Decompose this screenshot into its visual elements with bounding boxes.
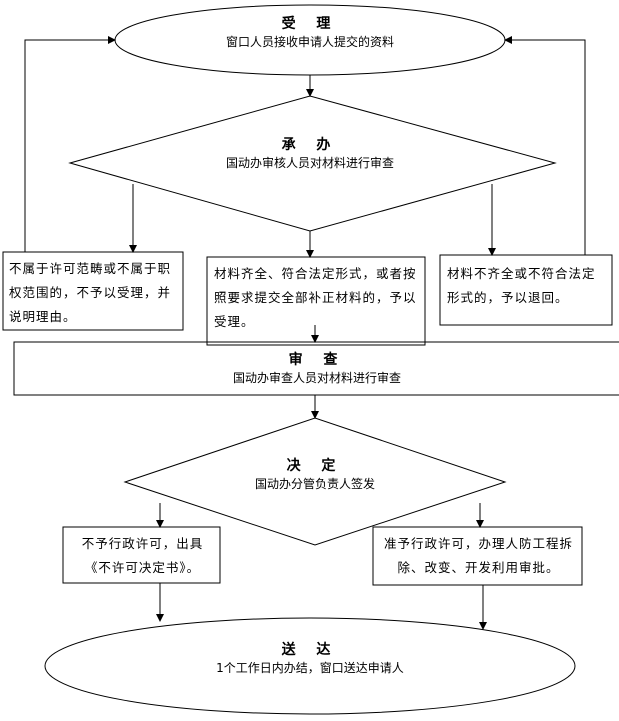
- deliver-desc: 1个工作日内办结，窗口送达申请人: [216, 661, 404, 675]
- handle-desc: 国动办审核人员对材料进行审查: [225, 156, 394, 170]
- complete-box: [206, 256, 426, 346]
- review-node: 审 查 国动办审查人员对材料进行审查: [14, 350, 619, 386]
- accept-title: 受 理: [281, 16, 339, 32]
- incomplete-box: [439, 254, 613, 326]
- handle-node: 承 办 国动办审核人员对材料进行审查: [110, 135, 510, 171]
- decide-desc: 国动办分管负责人签发: [254, 477, 375, 491]
- deliver-title: 送 达: [281, 642, 339, 658]
- approve-text: 准予行政许可，办理人防工程拆除、改变、开发利用审批。: [383, 536, 573, 575]
- decide-node: 决 定 国动办分管负责人签发: [165, 456, 465, 492]
- complete-text: 材料齐全、符合法定形式，或者按照要求提交全部补正材料的，予以受理。: [214, 266, 417, 329]
- incomplete-text: 材料不齐全或不符合法定形式的，予以退回。: [447, 266, 596, 305]
- decide-diamond: [123, 417, 507, 546]
- deliver-node: 送 达 1个工作日内办结，窗口送达申请人: [60, 640, 560, 676]
- review-title: 审 查: [288, 352, 346, 368]
- out-of-scope-text: 不属于许可范畴或不属于职权范围的，不予以受理，并说明理由。: [9, 261, 172, 324]
- handle-title: 承 办: [281, 137, 339, 153]
- deny-box: [62, 526, 221, 584]
- deliver-ellipse: [44, 617, 576, 715]
- review-desc: 国动办审查人员对材料进行审查: [232, 371, 401, 385]
- accept-desc: 窗口人员接收申请人提交的资料: [225, 35, 394, 49]
- deny-text: 不予行政许可，出具《不许可决定书》。: [81, 536, 204, 575]
- handle-diamond: [68, 95, 557, 232]
- accept-node: 受 理 窗口人员接收申请人提交的资料: [115, 14, 505, 50]
- out-of-scope-box: [2, 251, 184, 331]
- decide-title: 决 定: [286, 458, 344, 474]
